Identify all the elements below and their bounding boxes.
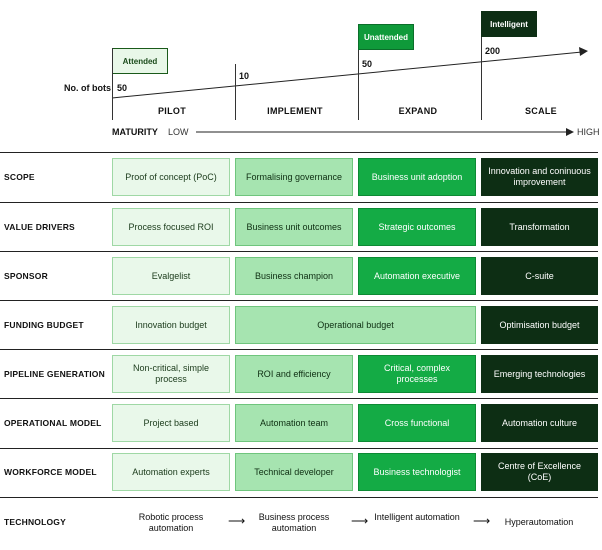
section-divider xyxy=(0,398,598,399)
row-label-operational-model: OPERATIONAL MODEL xyxy=(4,418,102,428)
cell-pipeline-pilot: Non-critical, simple process xyxy=(112,355,230,393)
cell-operational-scale: Automation culture xyxy=(481,404,598,442)
cell-workforce-implement: Technical developer xyxy=(235,453,353,491)
cell-operational-pilot: Project based xyxy=(112,404,230,442)
bots-scale: 200 xyxy=(485,46,501,56)
cell-operational-expand: Cross functional xyxy=(358,404,476,442)
cell-pipeline-implement: ROI and efficiency xyxy=(235,355,353,393)
cell-workforce-expand: Business technologist xyxy=(358,453,476,491)
cell-scope-scale: Innovation and coninuous improvement xyxy=(481,158,598,196)
row-label-technology: TECHNOLOGY xyxy=(4,517,66,527)
phase-label-implement: IMPLEMENT xyxy=(267,106,323,116)
row-label-pipeline-generation: PIPELINE GENERATION xyxy=(4,369,105,379)
section-divider xyxy=(0,152,598,153)
tech-step-hyperautomation: Hyperautomation xyxy=(504,517,574,527)
section-divider xyxy=(0,300,598,301)
maturity-high: HIGH xyxy=(577,127,600,137)
cell-sponsor-scale: C-suite xyxy=(481,257,598,295)
section-divider xyxy=(0,497,598,498)
cell-value-implement: Business unit outcomes xyxy=(235,208,353,246)
bots-pilot: 50 xyxy=(117,83,128,93)
tech-arrow-icon: ⟶ xyxy=(228,514,246,528)
section-divider xyxy=(0,349,598,350)
cell-value-scale: Transformation xyxy=(481,208,598,246)
cell-scope-pilot: Proof of concept (PoC) xyxy=(112,158,230,196)
bots-axis-label: No. of bots xyxy=(64,83,111,93)
stage-tag-intelligent: Intelligent xyxy=(481,11,537,37)
cell-scope-implement: Formalising governance xyxy=(235,158,353,196)
row-label-sponsor: SPONSOR xyxy=(4,271,48,281)
phase-label-expand: EXPAND xyxy=(398,106,438,116)
cell-scope-expand: Business unit adoption xyxy=(358,158,476,196)
cell-sponsor-implement: Business champion xyxy=(235,257,353,295)
row-label-value-drivers: VALUE DRIVERS xyxy=(4,222,75,232)
cell-sponsor-expand: Automation executive xyxy=(358,257,476,295)
cell-pipeline-scale: Emerging technologies xyxy=(481,355,598,393)
phase-divider xyxy=(235,64,236,120)
maturity-label: MATURITY xyxy=(112,127,158,137)
cell-workforce-scale: Centre of Excellence (CoE) xyxy=(481,453,598,491)
stage-tag-unattended: Unattended xyxy=(358,24,414,50)
tech-step-rpa: Robotic process automation xyxy=(138,512,204,533)
tech-arrow-icon: ⟶ xyxy=(473,514,491,528)
phase-divider xyxy=(112,48,113,120)
cell-workforce-pilot: Automation experts xyxy=(112,453,230,491)
cell-operational-implement: Automation team xyxy=(235,404,353,442)
row-label-funding-budget: FUNDING BUDGET xyxy=(4,320,84,330)
section-divider xyxy=(0,202,598,203)
phase-divider xyxy=(358,50,359,120)
phase-divider xyxy=(481,37,482,120)
phase-label-scale: SCALE xyxy=(524,106,557,116)
stage-tag-attended: Attended xyxy=(112,48,168,74)
bots-expand: 50 xyxy=(362,59,373,69)
tech-arrow-icon: ⟶ xyxy=(351,514,369,528)
cell-sponsor-pilot: Evalgelist xyxy=(112,257,230,295)
section-divider xyxy=(0,448,598,449)
cell-funding-implement-expand: Operational budget xyxy=(235,306,476,344)
section-divider xyxy=(0,251,598,252)
row-label-workforce-model: WORKFORCE MODEL xyxy=(4,467,97,477)
tech-step-intelligent: Intelligent automation xyxy=(374,512,460,522)
bots-growth-line xyxy=(111,47,588,99)
maturity-arrow xyxy=(196,128,574,136)
phase-label-pilot: PILOT xyxy=(158,106,186,116)
bots-implement: 10 xyxy=(239,71,250,81)
cell-funding-pilot: Innovation budget xyxy=(112,306,230,344)
tech-step-bpa: Business process automation xyxy=(258,512,330,533)
row-label-scope: SCOPE xyxy=(4,172,35,182)
cell-value-expand: Strategic outcomes xyxy=(358,208,476,246)
cell-pipeline-expand: Critical, complex processes xyxy=(358,355,476,393)
cell-funding-scale: Optimisation budget xyxy=(481,306,598,344)
maturity-low: LOW xyxy=(168,127,189,137)
cell-value-pilot: Process focused ROI xyxy=(112,208,230,246)
